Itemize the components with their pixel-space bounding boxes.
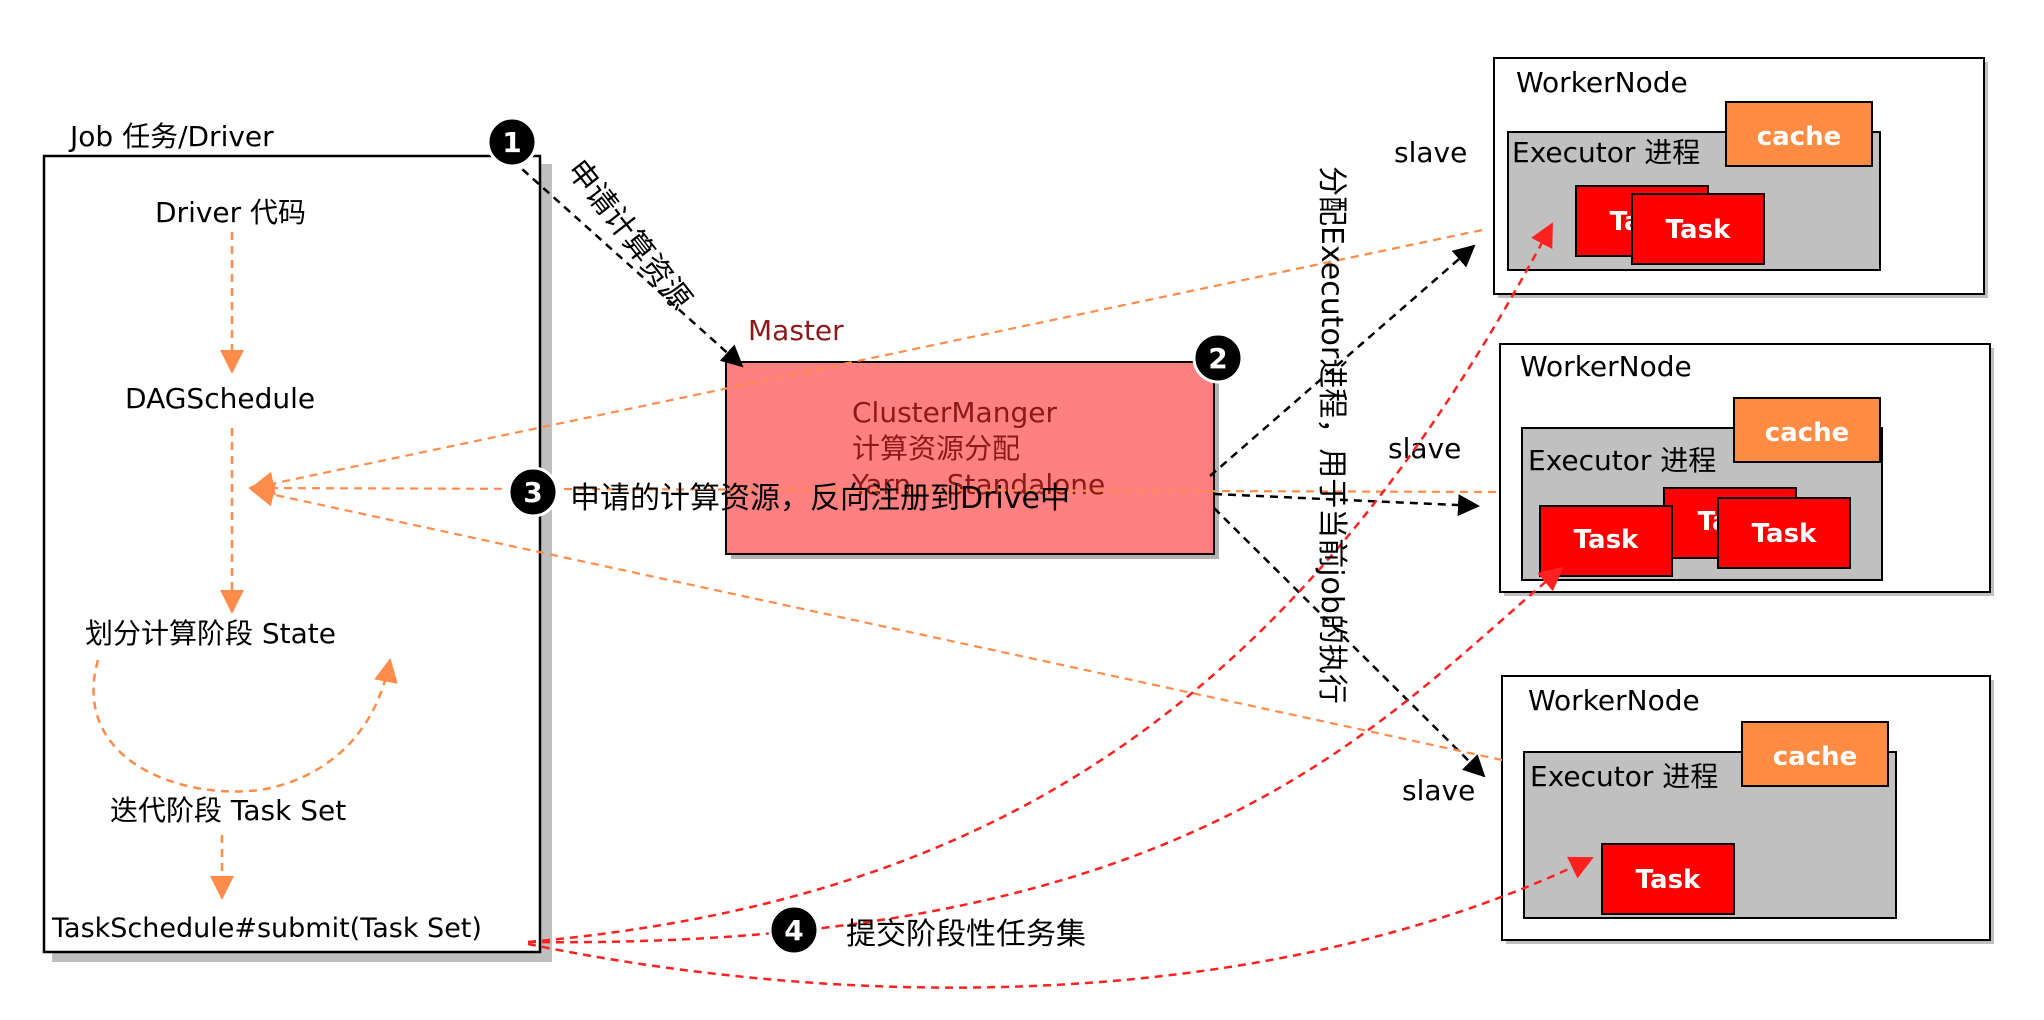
worker-node-3: WorkerNode slave Executor 进程 cache Task [1402, 675, 1994, 944]
yarn-standalone-label: Yarn Standalone [851, 468, 1105, 501]
worker-2-task-1-label: Task [1574, 525, 1639, 555]
step-4: 4 提交阶段性任务集 [768, 904, 1086, 956]
worker-2-cache-label: cache [1765, 418, 1850, 448]
split-stage-label: 划分计算阶段 State [85, 617, 336, 650]
resource-allocation-label: 计算资源分配 [852, 432, 1020, 465]
worker-node-2: WorkerNode slave Executor 进程 cache Task … [1388, 343, 1994, 596]
arrow-request-resources [511, 159, 744, 368]
dag-schedule-label: DAGSchedule [125, 382, 315, 415]
worker-3-executor-label: Executor 进程 [1530, 760, 1718, 793]
arrow-worker-2-register [248, 476, 1497, 501]
worker-2-task-3-label: Task [1752, 519, 1817, 549]
worker-1-task-2 [1631, 193, 1765, 265]
step-2-badge: 2 [1208, 342, 1227, 375]
arrow-submit-worker-2 [527, 566, 1564, 944]
worker-2-slave-label: slave [1388, 432, 1461, 465]
worker-3-cache [1741, 721, 1889, 787]
step-4-label: 提交阶段性任务集 [846, 917, 1086, 952]
worker-1-task-2-label: Task [1666, 215, 1731, 245]
iterate-stage-label: 迭代阶段 Task Set [110, 794, 346, 827]
arrow-submit-worker-1 [527, 222, 1554, 944]
worker-3-title: WorkerNode [1528, 684, 1700, 717]
worker-3-cache-label: cache [1773, 742, 1858, 772]
worker-2-task-1 [1539, 505, 1673, 577]
worker-3-task-1 [1601, 843, 1735, 915]
step-4-badge: 4 [784, 914, 803, 947]
step-1-label: 申请计算资源 [560, 153, 698, 316]
step-1-badge: 1 [502, 126, 521, 159]
task-schedule-label: TaskSchedule#submit(Task Set) [51, 913, 482, 944]
driver-panel: Job 任务/Driver Driver 代码 DAGSchedule 划分计算… [42, 120, 552, 962]
red-submit-arrows [527, 222, 1594, 989]
master-label: Master [748, 314, 844, 347]
worker-3-task-1-label: Task [1636, 865, 1701, 895]
step-2: 2 [1192, 332, 1244, 384]
worker-node-1: WorkerNode slave Executor 进程 cache Task … [1394, 57, 1988, 298]
worker-2-title: WorkerNode [1520, 350, 1692, 383]
driver-code-label: Driver 代码 [155, 196, 306, 229]
worker-1-executor-label: Executor 进程 [1512, 136, 1700, 169]
arrow-stage-loop [92, 658, 398, 793]
step-3-badge: 3 [523, 476, 542, 509]
arrow-submit-worker-3 [527, 856, 1594, 989]
arrow-master-to-worker-1 [1209, 244, 1476, 477]
worker-1-cache [1725, 101, 1873, 167]
worker-1-cache-label: cache [1757, 122, 1842, 152]
arrow-master-to-worker-3 [1213, 507, 1486, 778]
step-3: 3 申请的计算资源，反向注册到Drive中 [507, 466, 1070, 518]
step-3-label: 申请的计算资源，反向注册到Drive中 [570, 481, 1070, 516]
arrow-worker-3-register [250, 482, 1503, 762]
worker-1-slave-label: slave [1394, 136, 1467, 169]
allocate-executor-label: 分配Executor进程，用于当前job的执行 [1314, 166, 1349, 704]
worker-1-title: WorkerNode [1516, 66, 1688, 99]
black-flow-arrows [511, 159, 1486, 778]
driver-flow-arrows [92, 232, 398, 900]
worker-3-slave-label: slave [1402, 774, 1475, 807]
worker-2-task-3 [1717, 497, 1851, 569]
arrow-master-to-worker-2 [1213, 492, 1480, 517]
orange-register-arrows [248, 228, 1503, 762]
worker-2-cache [1733, 397, 1881, 463]
cluster-manager-label: ClusterManger [852, 396, 1057, 429]
driver-title: Job 任务/Driver [68, 120, 274, 153]
master-panel: Master ClusterManger 计算资源分配 Yarn Standal… [725, 314, 1219, 559]
worker-2-executor-label: Executor 进程 [1528, 444, 1716, 477]
